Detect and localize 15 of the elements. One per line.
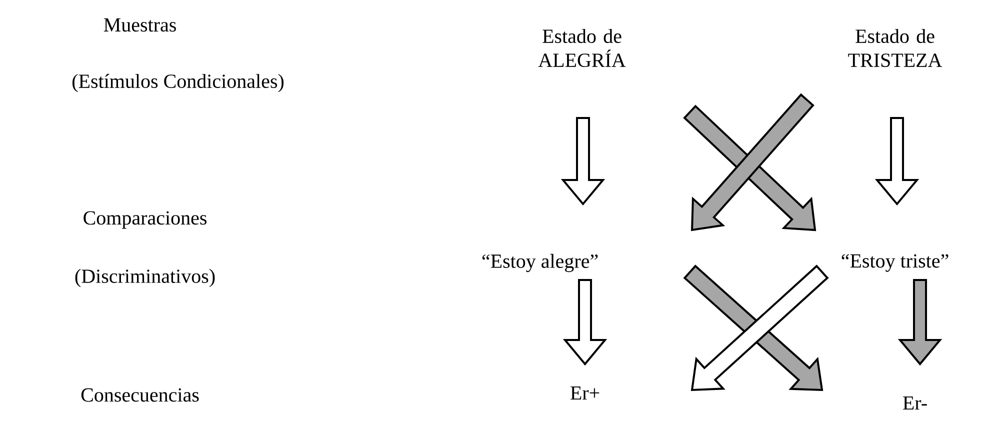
row-label: Muestras (104, 18, 176, 32)
row-label: (Discriminativos) (75, 268, 215, 288)
row-label: Consecuencias (81, 388, 199, 402)
block-arrow (562, 279, 608, 366)
text-label: Estado de TRISTEZA (848, 28, 942, 68)
text-label: Er+ (570, 386, 600, 400)
text-label: Estado de ALEGRÍA (538, 28, 626, 68)
text-label: “Estoy alegre” (482, 254, 598, 272)
block-arrow (898, 279, 942, 366)
row-label: (Estímulos Condicionales) (72, 74, 284, 92)
block-arrow (560, 117, 606, 206)
row-label: Comparaciones (84, 211, 206, 229)
text-label: Er- (903, 396, 927, 410)
text-label: “Estoy triste” (842, 254, 948, 272)
block-arrow (874, 117, 920, 206)
